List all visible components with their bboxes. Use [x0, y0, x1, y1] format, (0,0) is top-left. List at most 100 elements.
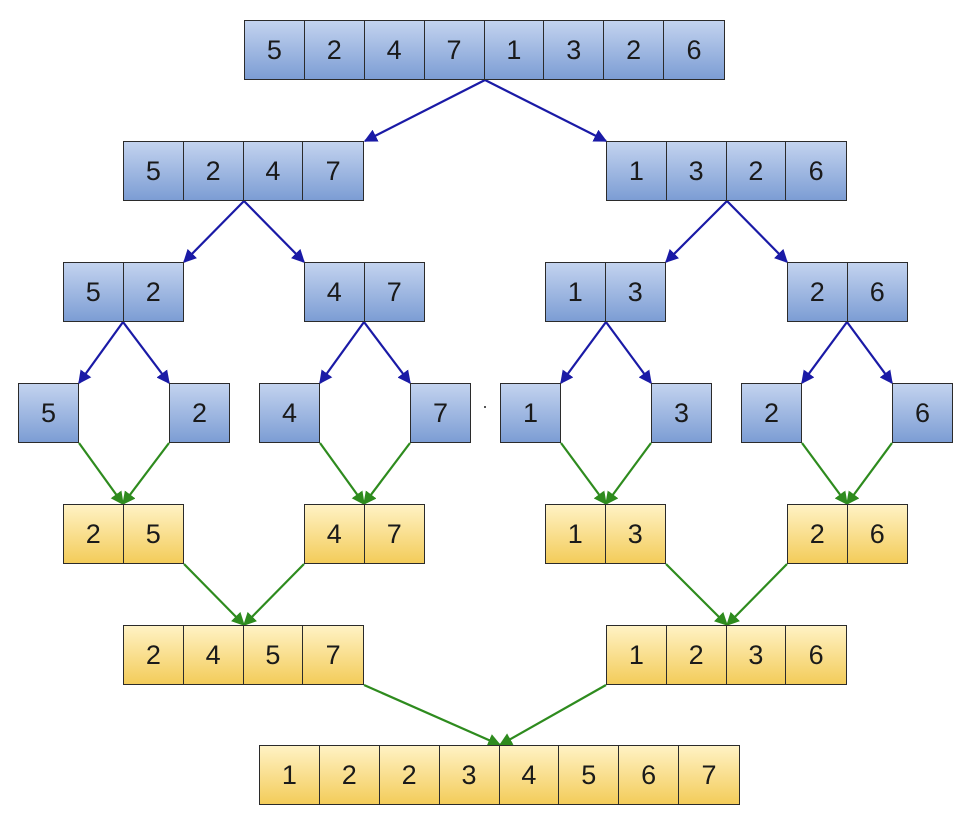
split-level3-array-5: 1	[500, 383, 561, 443]
array-cell: 2	[123, 263, 183, 321]
array-cell: 2	[124, 626, 184, 684]
array-cell: 7	[303, 142, 363, 200]
array-cell: 5	[243, 626, 304, 684]
array-cell: 3	[652, 384, 711, 442]
split-level3-array-6: 3	[651, 383, 712, 443]
split-level3-array-8: 6	[892, 383, 953, 443]
merge-arrow	[78, 442, 124, 506]
merge-arrow	[846, 442, 893, 506]
array-cell: 5	[559, 746, 620, 804]
split-arrow	[363, 79, 486, 142]
split-level3-array-3: 4	[259, 383, 320, 443]
merge-arrow	[665, 563, 728, 626]
array-cell: 2	[304, 21, 365, 79]
merge-arrow	[726, 563, 788, 626]
split-arrow	[319, 321, 365, 385]
array-cell: 5	[64, 263, 124, 321]
array-cell: 6	[786, 626, 846, 684]
array-cell: 2	[64, 505, 124, 563]
array-cell: 2	[742, 384, 801, 442]
merge-arrow	[319, 442, 365, 506]
array-cell: 3	[439, 746, 500, 804]
array-cell: 7	[364, 263, 424, 321]
split-arrow	[726, 200, 788, 263]
split-arrow	[665, 200, 728, 263]
split-arrow	[560, 321, 607, 385]
merge-arrow	[183, 563, 245, 626]
stray-dot	[484, 406, 486, 408]
array-cell: 5	[124, 142, 184, 200]
array-cell: 7	[424, 21, 485, 79]
array-cell: 5	[123, 505, 183, 563]
array-cell: 1	[484, 21, 545, 79]
array-cell: 5	[19, 384, 78, 442]
array-cell: 3	[726, 626, 787, 684]
split-arrow	[484, 79, 608, 142]
array-cell: 4	[364, 21, 425, 79]
merge-arrow	[605, 442, 652, 506]
array-cell: 2	[604, 21, 665, 79]
array-cell: 3	[605, 505, 665, 563]
split-arrow	[183, 200, 245, 263]
merge-arrow	[498, 684, 607, 746]
array-cell: 4	[183, 626, 244, 684]
array-cell: 4	[305, 263, 365, 321]
merge-arrow	[243, 563, 305, 626]
split-arrow	[363, 321, 411, 385]
array-cell: 3	[666, 142, 727, 200]
merge-arrow	[363, 442, 411, 506]
array-cell: 6	[664, 21, 724, 79]
array-cell: 1	[501, 384, 560, 442]
array-cell: 7	[679, 746, 739, 804]
array-cell: 2	[788, 263, 848, 321]
array-cell: 1	[546, 505, 606, 563]
split-level3-array-4: 7	[410, 383, 471, 443]
merge-arrow	[363, 683, 502, 747]
array-cell: 2	[379, 746, 440, 804]
array-cell: 2	[726, 142, 787, 200]
merge-arrow	[560, 442, 607, 506]
array-cell: 1	[607, 142, 667, 200]
array-cell: 6	[847, 505, 907, 563]
split-level3-array-7: 2	[741, 383, 802, 443]
array-cell: 2	[319, 746, 380, 804]
array-cell: 7	[364, 505, 424, 563]
split-arrow	[122, 321, 170, 385]
split-arrow	[846, 321, 893, 385]
array-cell: 4	[243, 142, 304, 200]
merge-arrow	[122, 442, 170, 506]
array-cell: 3	[544, 21, 605, 79]
split-arrow	[243, 200, 305, 263]
array-cell: 4	[305, 505, 365, 563]
split-arrow	[78, 321, 124, 385]
split-arrow	[801, 321, 848, 385]
array-cell: 6	[619, 746, 680, 804]
array-cell: 5	[245, 21, 305, 79]
split-level3-array-2: 2	[169, 383, 230, 443]
split-level3-array-1: 5	[18, 383, 79, 443]
merge-arrow	[801, 442, 848, 506]
array-cell: 4	[499, 746, 560, 804]
array-cell: 7	[411, 384, 470, 442]
array-cell: 2	[666, 626, 727, 684]
array-cell: 1	[546, 263, 606, 321]
array-cell: 2	[183, 142, 244, 200]
array-cell: 1	[260, 746, 320, 804]
array-cell: 2	[788, 505, 848, 563]
array-cell: 2	[170, 384, 229, 442]
